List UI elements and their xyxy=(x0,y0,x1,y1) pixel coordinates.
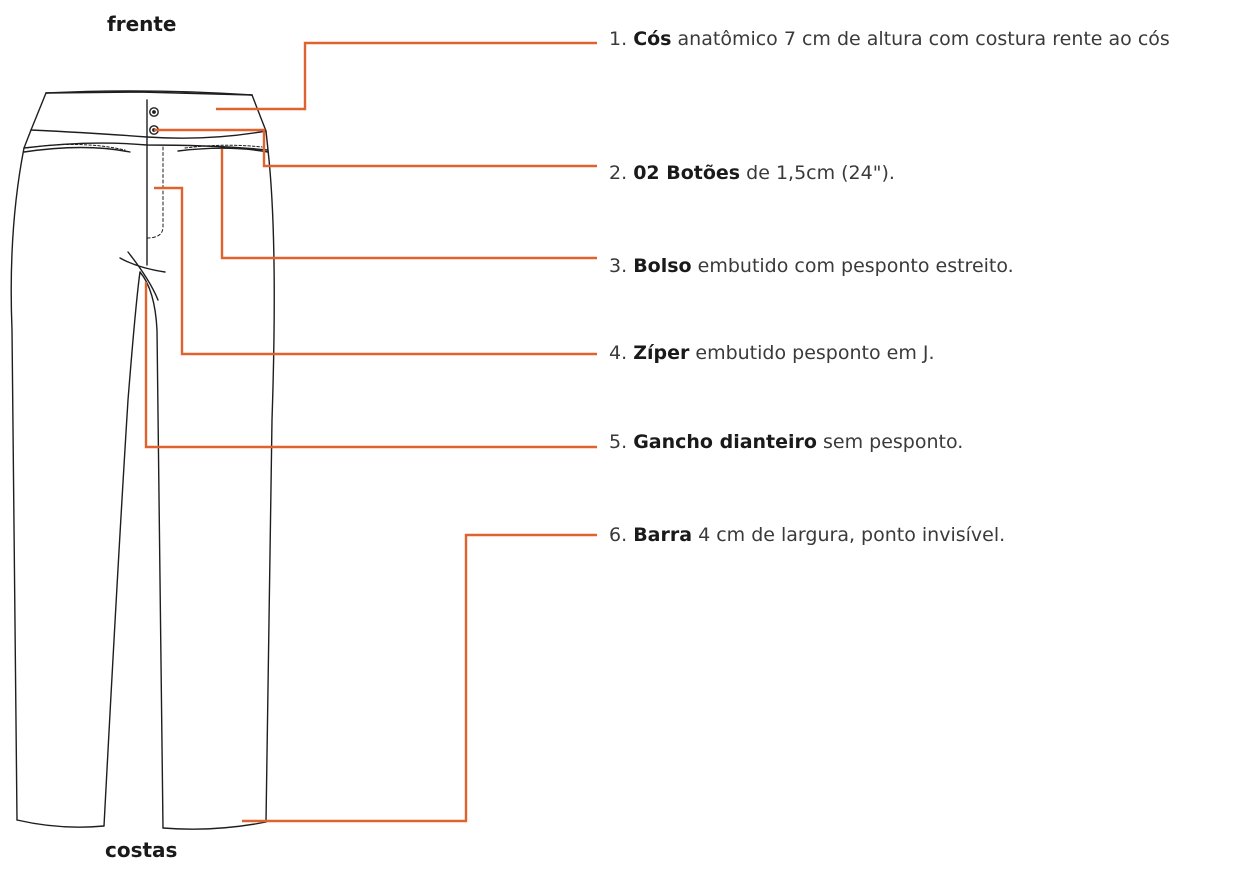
callout-number: 4. xyxy=(609,342,628,364)
callout-key: Cós xyxy=(633,28,672,50)
leader-4 xyxy=(154,186,597,356)
right-pocket xyxy=(184,144,263,149)
leader-6 xyxy=(242,533,597,823)
waistband-front xyxy=(30,92,267,139)
callout-key: 02 Botões xyxy=(633,162,741,184)
callout-buttons: 2. 02 Botões de 1,5cm (24"). xyxy=(609,160,1229,186)
waistband-lower xyxy=(23,129,269,151)
callout-hem: 6. Barra 4 cm de largura, ponto invisíve… xyxy=(609,522,1229,548)
left-pocket xyxy=(25,143,126,151)
callout-text: anatômico 7 cm de altura com costura ren… xyxy=(671,28,1170,50)
callout-zipper: 4. Zíper embutido pesponto em J. xyxy=(609,340,1229,366)
button-top xyxy=(149,107,159,117)
callout-waistband: 1. Cós anatômico 7 cm de altura com cost… xyxy=(609,26,1229,52)
waistband-top xyxy=(45,91,253,96)
callout-pocket: 3. Bolso embutido com pesponto estreito. xyxy=(609,253,1229,279)
callout-number: 2. xyxy=(609,162,628,184)
callout-key: Zíper xyxy=(633,342,690,364)
left-pocket-edge xyxy=(23,146,131,153)
button-top-dot xyxy=(152,110,156,114)
leader-1 xyxy=(216,41,597,111)
callout-text: de 1,5cm (24"). xyxy=(740,162,895,184)
fly-j-stitch xyxy=(146,146,164,239)
waistband-back-edge xyxy=(45,90,253,96)
leader-3 xyxy=(220,149,597,260)
leader-lines xyxy=(144,41,597,823)
callout-text: embutido pesponto em J. xyxy=(689,342,935,364)
callout-number: 5. xyxy=(609,431,628,453)
callout-number: 6. xyxy=(609,524,628,546)
leader-2 xyxy=(154,128,597,168)
left-leg-outer xyxy=(10,147,25,821)
callout-text: 4 cm de largura, ponto invisível. xyxy=(692,524,1006,546)
callout-number: 1. xyxy=(609,28,628,50)
right-leg-inner xyxy=(139,271,164,829)
crotch-line xyxy=(119,251,166,301)
left-leg-hem xyxy=(16,819,105,828)
callout-key: Gancho dianteiro xyxy=(633,431,817,453)
leader-5 xyxy=(144,282,597,449)
callout-text: embutido com pesponto estreito. xyxy=(691,255,1014,277)
callout-text: sem pesponto. xyxy=(816,431,964,453)
right-leg-outer xyxy=(265,149,275,823)
callout-key: Bolso xyxy=(633,255,692,277)
callout-number: 3. xyxy=(609,255,628,277)
callout-front-rise: 5. Gancho dianteiro sem pesponto. xyxy=(609,429,1229,455)
right-pocket-edge xyxy=(177,147,269,153)
pants-illustration xyxy=(10,90,275,830)
left-leg-inner xyxy=(103,271,141,827)
callout-key: Barra xyxy=(633,524,693,546)
right-leg-hem xyxy=(162,821,267,830)
front-view-label: frente xyxy=(107,12,177,36)
back-view-label: costas xyxy=(105,838,178,862)
